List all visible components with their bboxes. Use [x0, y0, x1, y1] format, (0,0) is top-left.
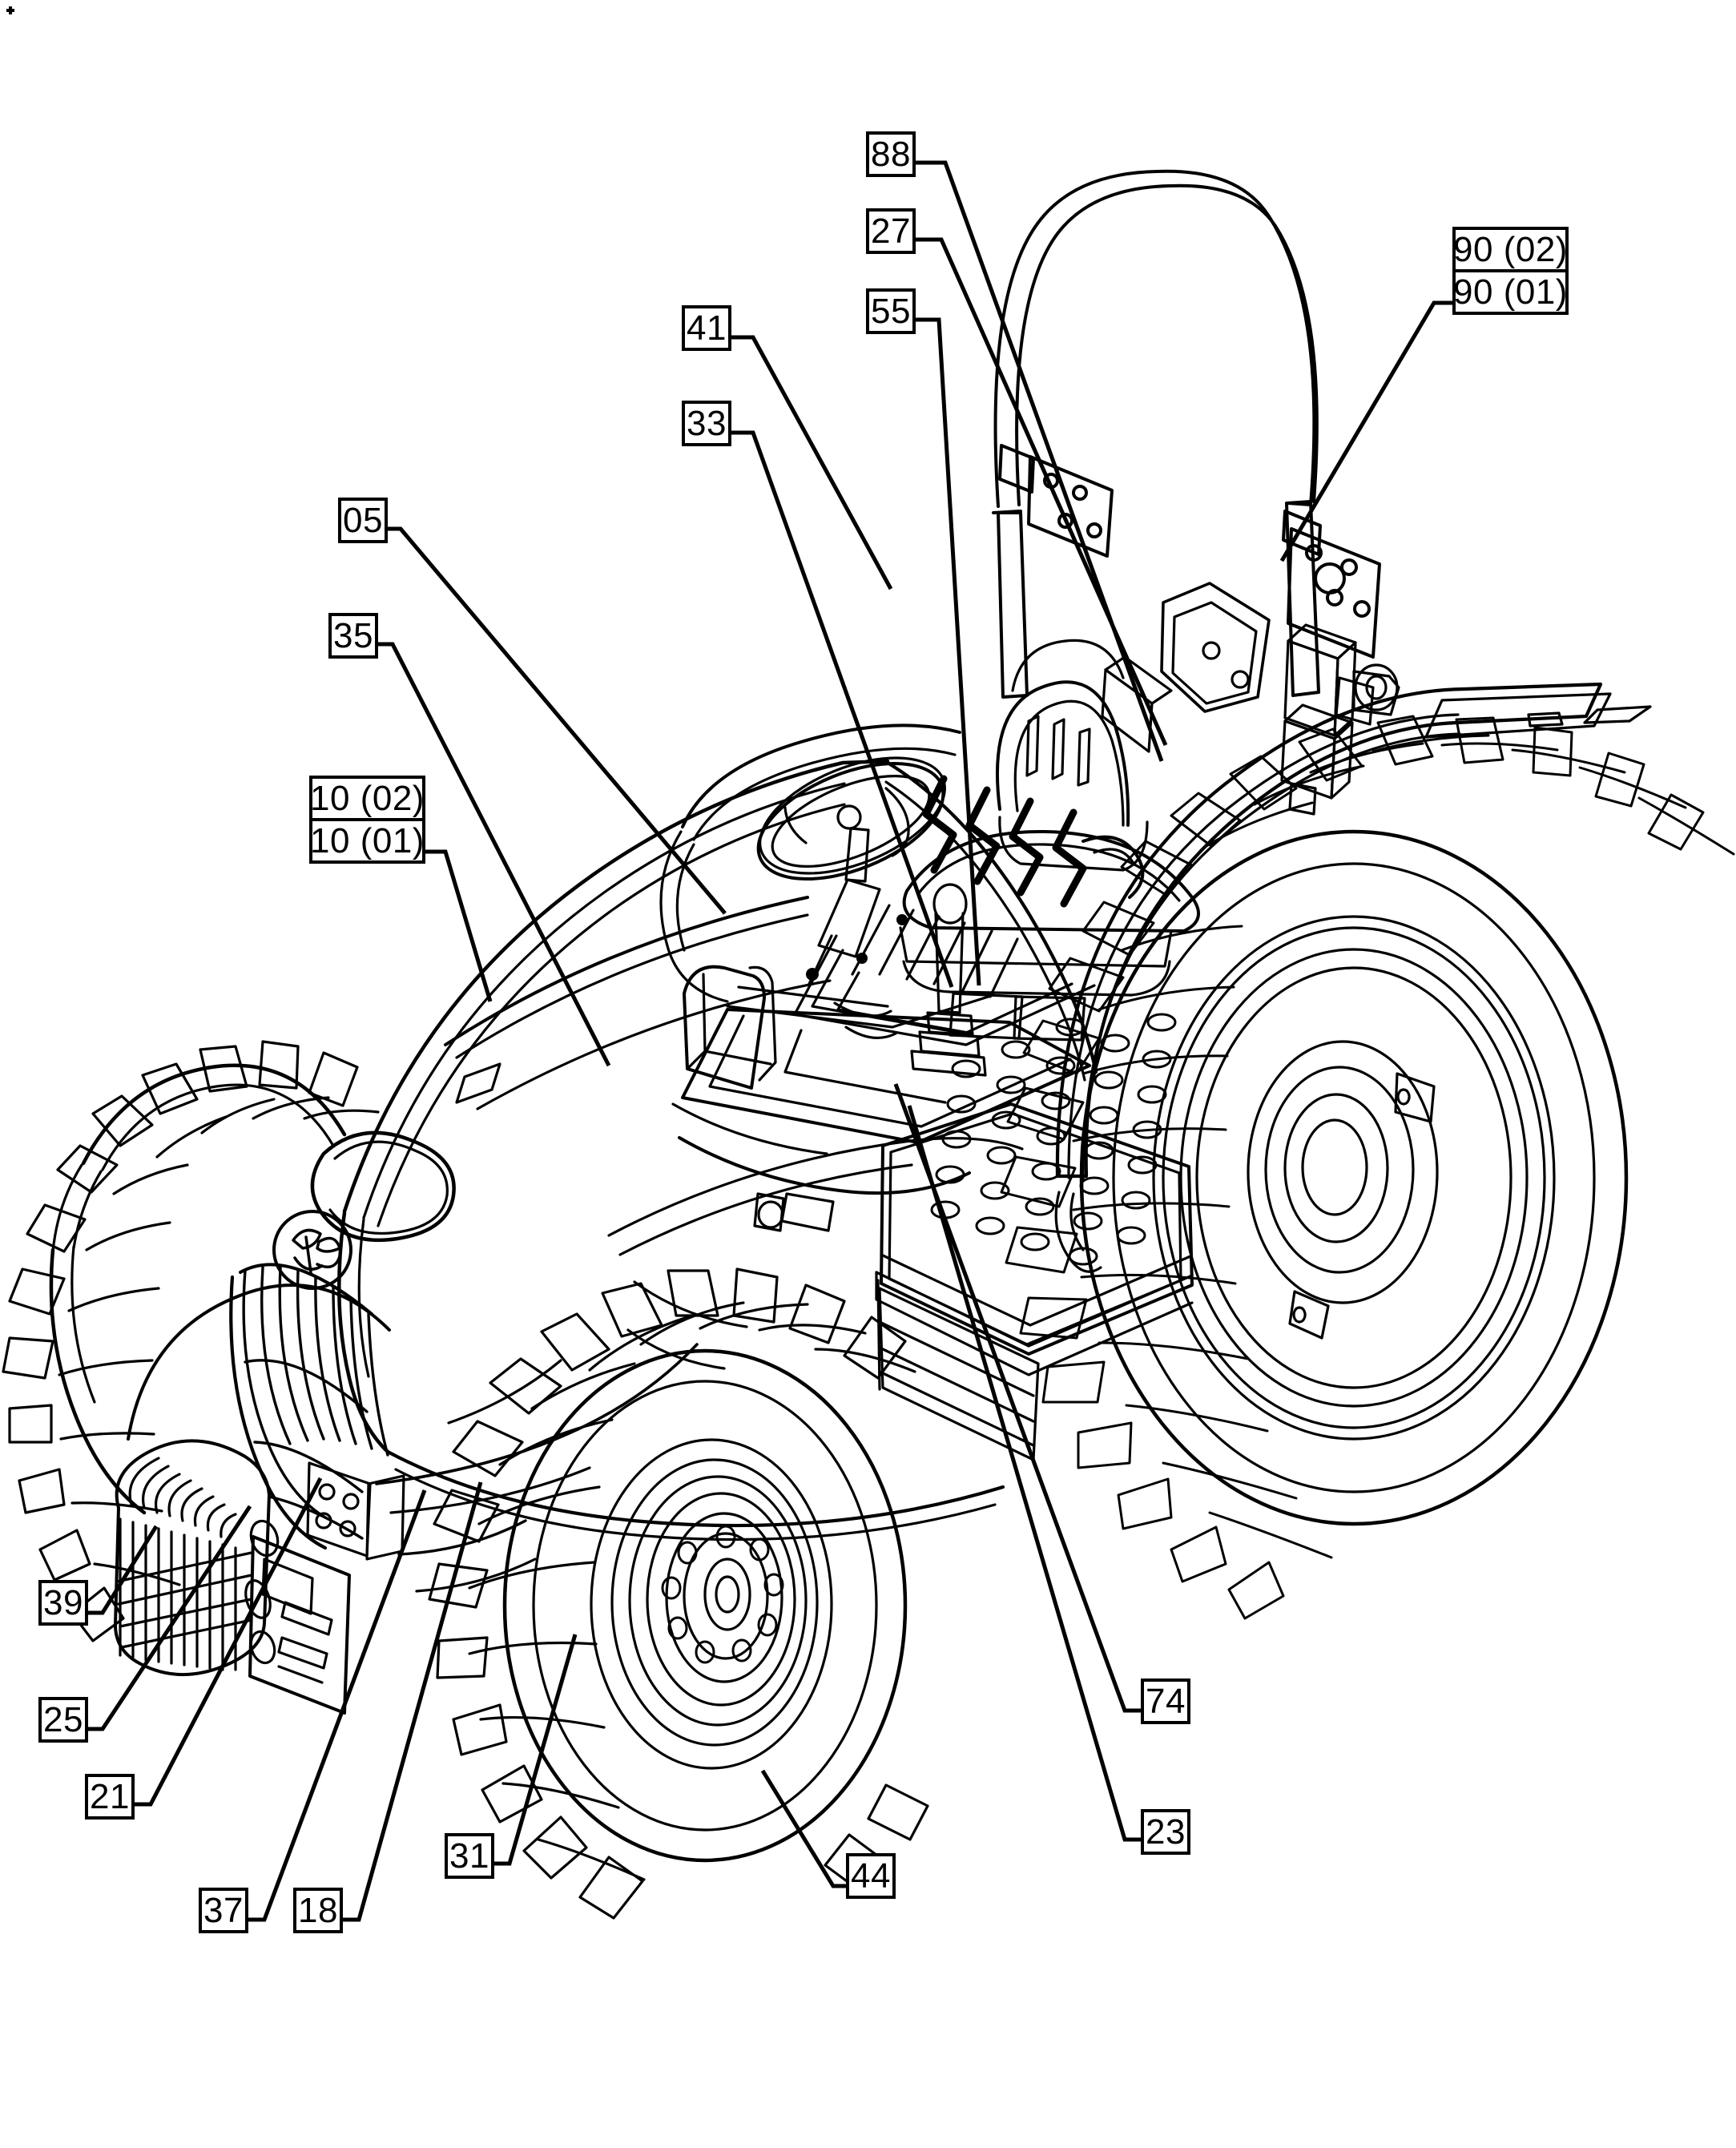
callout-label: 41 — [687, 308, 727, 348]
leader-line-23 — [907, 1105, 1141, 1842]
leader-line-44 — [760, 1769, 846, 1888]
gear-lever — [910, 883, 987, 1077]
callout-box-25[interactable]: 25 — [38, 1697, 88, 1743]
callout-label: 35 — [333, 615, 373, 655]
callout-label: 05 — [343, 500, 383, 540]
leader-line-35 — [378, 642, 611, 1067]
callout-box-88[interactable]: 88 — [866, 131, 916, 177]
callout-label: 90 (02) — [1453, 229, 1568, 269]
callout-label: 18 — [298, 1890, 338, 1930]
rops-accessories — [1280, 623, 1400, 816]
front-left-tire — [2, 1040, 391, 1642]
leader-line-39 — [88, 1525, 159, 1615]
callout-label: 74 — [1146, 1681, 1186, 1721]
callout-box-31[interactable]: 31 — [445, 1833, 494, 1879]
leader-line-74 — [893, 1083, 1141, 1713]
callout-label: 23 — [1146, 1811, 1186, 1852]
leader-line-88 — [916, 160, 1164, 762]
callout-box-55[interactable]: 55 — [866, 288, 916, 334]
callout-box-05[interactable]: 05 — [338, 498, 388, 543]
leader-line-25 — [88, 1505, 252, 1731]
leader-line-55 — [916, 317, 981, 986]
callout-label: 27 — [871, 211, 911, 251]
leader-line-21 — [135, 1477, 323, 1807]
callout-label: 21 — [90, 1776, 130, 1816]
callout-box-90[interactable]: 90 (02)90 (01) — [1452, 227, 1569, 315]
rear-tire — [1079, 829, 1629, 1526]
callout-box-18[interactable]: 18 — [293, 1888, 343, 1933]
callout-box-41[interactable]: 41 — [682, 305, 731, 351]
callout-box-74[interactable]: 74 — [1141, 1679, 1190, 1724]
leader-line-90 — [1279, 300, 1452, 562]
callout-label: 39 — [43, 1582, 83, 1622]
hood-right-detail — [806, 914, 908, 1039]
callout-box-33[interactable]: 33 — [682, 401, 731, 446]
callout-box-27[interactable]: 27 — [866, 208, 916, 254]
leader-line-41 — [731, 335, 893, 590]
rear-fender — [1054, 682, 1652, 1273]
callout-box-35[interactable]: 35 — [328, 613, 378, 659]
leader-line-27 — [916, 237, 1168, 747]
leader-line-18 — [343, 1481, 483, 1922]
callout-box-37[interactable]: 37 — [199, 1888, 248, 1933]
callout-label: 37 — [203, 1890, 244, 1930]
callout-label: 31 — [449, 1836, 489, 1876]
callout-box-10[interactable]: 10 (02)10 (01) — [309, 776, 425, 864]
front-grille — [229, 1263, 389, 1550]
callout-box-23[interactable]: 23 — [1141, 1809, 1190, 1855]
callout-box-39[interactable]: 39 — [38, 1580, 88, 1626]
callout-label: 44 — [851, 1856, 891, 1896]
rops-roll-bar — [992, 169, 1381, 699]
registration-mark — [6, 6, 14, 14]
leader-line-33 — [731, 430, 954, 988]
leader-line-05 — [388, 526, 727, 915]
leader-line-31 — [494, 1634, 578, 1866]
grab-handle — [1081, 835, 1145, 899]
step-plate — [753, 1013, 1194, 1461]
callout-box-44[interactable]: 44 — [846, 1853, 896, 1899]
mid-body — [626, 1102, 971, 1370]
callout-label: 33 — [687, 403, 727, 443]
callout-label: 90 (01) — [1453, 269, 1567, 312]
callout-label: 10 (02) — [310, 778, 425, 818]
callout-label: 10 (01) — [310, 818, 424, 860]
callout-label: 88 — [871, 134, 911, 174]
callout-box-21[interactable]: 21 — [85, 1774, 135, 1820]
floor-mat-pattern — [922, 775, 1087, 908]
callout-label: 55 — [871, 291, 911, 331]
front-axle-support — [375, 1343, 699, 1514]
callout-label: 25 — [43, 1699, 83, 1739]
leader-line-37 — [248, 1489, 427, 1922]
fuel-tank-box — [683, 965, 777, 1090]
leader-line-10 — [425, 849, 493, 1002]
rear-tire-tread — [1000, 715, 1735, 1620]
